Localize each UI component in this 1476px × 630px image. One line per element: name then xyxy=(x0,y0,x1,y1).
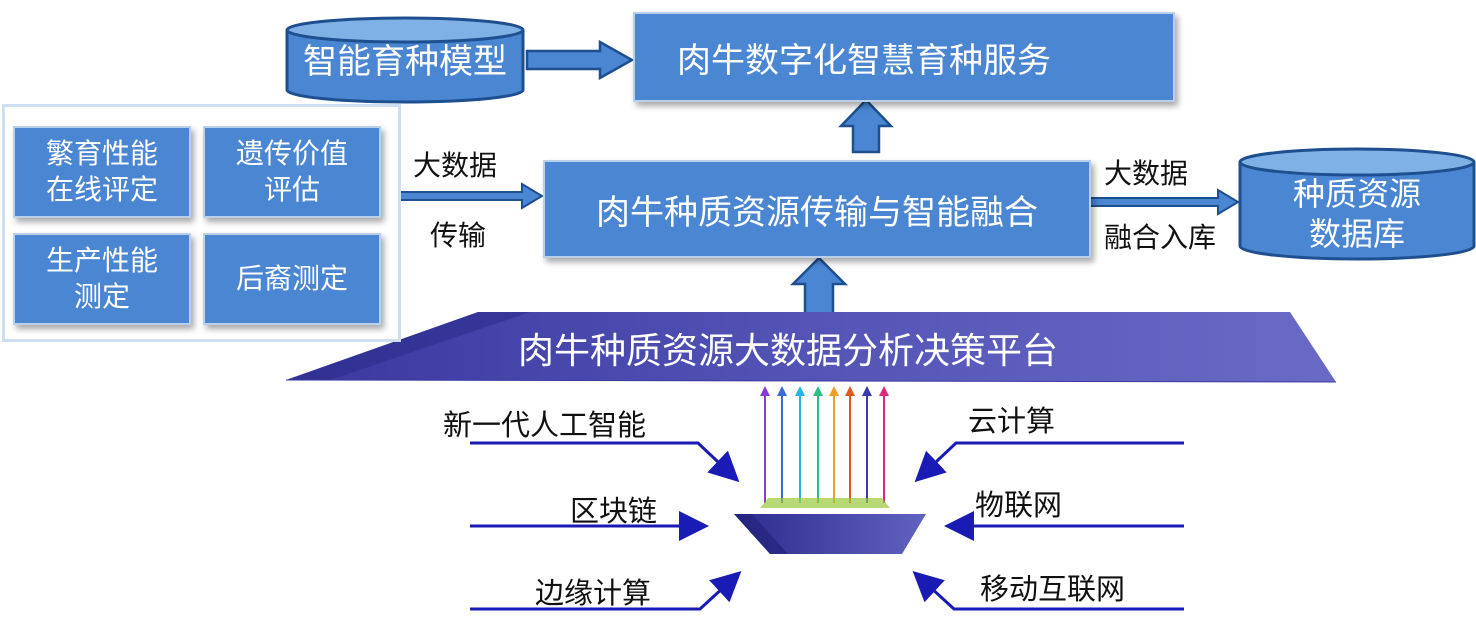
service-label: 肉牛数字化智慧育种服务 xyxy=(677,40,1051,81)
panel-item-production: 生产性能 测定 xyxy=(13,233,191,325)
panel-item-genetic-line1: 遗传价值 xyxy=(235,137,348,170)
resource-db-label-line2: 数据库 xyxy=(1308,215,1405,253)
model-db-cylinder xyxy=(285,16,525,104)
tech-edge-computing: 边缘计算 xyxy=(535,576,652,610)
tech-lines-left xyxy=(470,441,742,611)
panel-item-breeding: 繁育性能 在线评定 xyxy=(13,126,191,218)
arrow-fusion-to-db xyxy=(1089,188,1240,216)
evaluation-panel: 繁育性能 在线评定 遗传价值 评估 生产性能 测定 后裔测定 xyxy=(2,104,401,342)
panel-item-production-line1: 生产性能 xyxy=(45,244,158,277)
input-label-bottom: 传输 xyxy=(430,219,487,252)
input-label-top: 大数据 xyxy=(413,149,498,182)
resource-db-label: 种质资源 数据库 xyxy=(1240,174,1474,254)
panel-item-genetic: 遗传价值 评估 xyxy=(203,126,381,218)
arrow-fusion-to-service xyxy=(838,98,894,154)
tech-mobile-internet: 移动互联网 xyxy=(980,572,1126,606)
tech-lines-right xyxy=(912,441,1184,611)
tech-iot: 物联网 xyxy=(975,488,1063,522)
panel-item-breeding-line2: 在线评定 xyxy=(45,173,158,206)
panel-item-production-line2: 测定 xyxy=(73,280,130,313)
tech-ai: 新一代人工智能 xyxy=(443,408,647,442)
panel-item-genetic-line2: 评估 xyxy=(263,173,320,206)
output-label-bottom: 融合入库 xyxy=(1104,221,1217,254)
platform-shape xyxy=(285,312,1337,383)
output-label-top: 大数据 xyxy=(1104,157,1189,190)
service-box: 肉牛数字化智慧育种服务 xyxy=(633,12,1175,102)
panel-item-progeny: 后裔测定 xyxy=(203,233,381,325)
funnel-base xyxy=(734,498,926,554)
signal-arrows xyxy=(760,386,889,503)
arrow-platform-to-fusion xyxy=(789,256,849,320)
platform-label: 肉牛种质资源大数据分析决策平台 xyxy=(518,331,1059,372)
tech-cloud: 云计算 xyxy=(968,404,1056,438)
arrow-input-to-fusion xyxy=(396,182,544,210)
panel-item-progeny-line1: 后裔测定 xyxy=(235,262,348,295)
resource-db-cylinder xyxy=(1238,147,1476,261)
model-db-label: 智能育种模型 xyxy=(303,42,507,82)
arrow-model-to-service xyxy=(525,39,635,81)
fusion-box: 肉牛种质资源传输与智能融合 xyxy=(543,160,1091,258)
fusion-label: 肉牛种质资源传输与智能融合 xyxy=(596,192,1038,233)
resource-db-label-line1: 种质资源 xyxy=(1292,175,1421,213)
tech-blockchain: 区块链 xyxy=(570,494,658,528)
panel-item-breeding-line1: 繁育性能 xyxy=(45,137,158,170)
